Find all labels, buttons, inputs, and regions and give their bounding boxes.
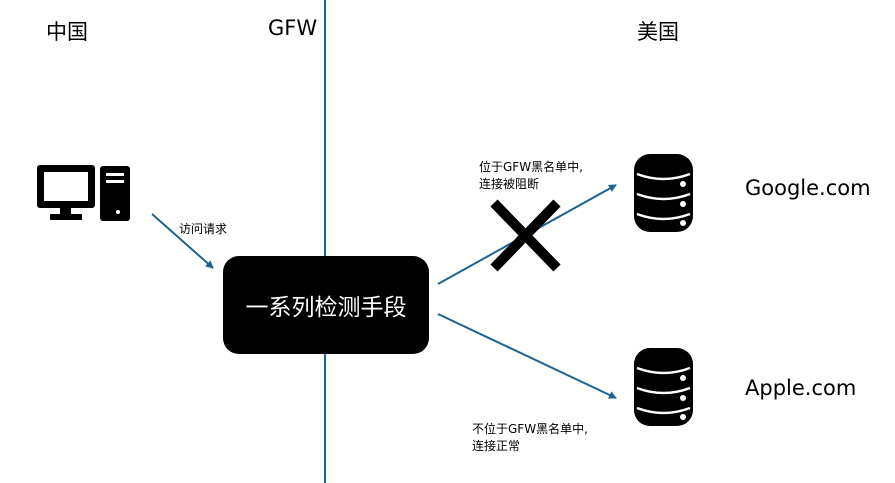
host-label-google: Google.com [745,176,871,200]
apple-status-line-2: 连接正常 [472,439,521,453]
detection-process-label: 一系列检测手段 [245,295,407,321]
request-label: 访问请求 [179,222,228,236]
region-label-usa: 美国 [637,20,679,44]
region-label-china: 中国 [46,20,88,44]
database-server-icon [634,348,693,426]
blocked-x-mark [490,199,561,272]
google-status-text: 位于GFW黑名单中, 连接被阻断 [479,159,583,193]
host-label-apple: Apple.com [745,376,857,400]
region-label-gfw: GFW [268,16,318,40]
apple-status-line-1: 不位于GFW黑名单中, [472,422,588,436]
apple-status-text: 不位于GFW黑名单中, 连接正常 [472,421,588,455]
google-status-line-2: 连接被阻断 [479,177,540,191]
google-status-line-1: 位于GFW黑名单中, [479,160,583,174]
arrow-process-to-apple [437,313,617,399]
detection-process-box: 一系列检测手段 [223,256,429,354]
database-server-icon [634,154,693,232]
arrow-client-to-process [151,213,214,269]
desktop-computer-icon [37,165,130,221]
